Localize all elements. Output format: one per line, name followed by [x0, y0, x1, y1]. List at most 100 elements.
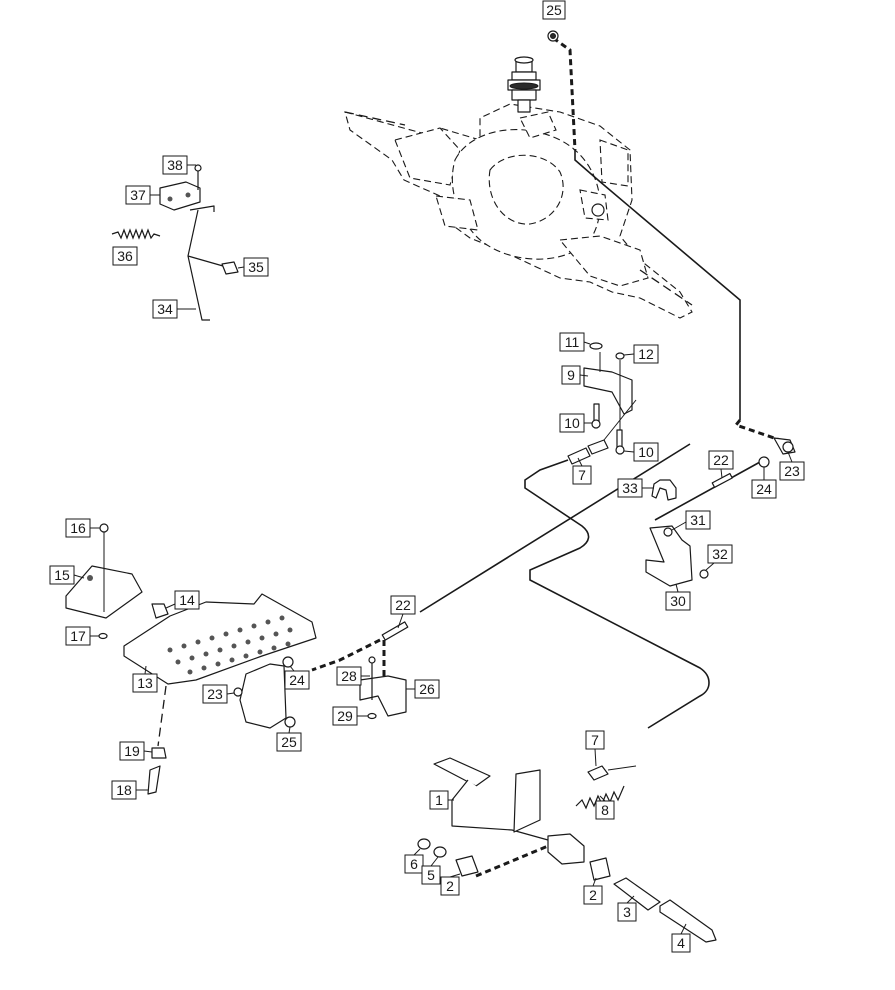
svg-text:9: 9 — [567, 367, 575, 383]
svg-text:6: 6 — [410, 856, 418, 872]
svg-text:23: 23 — [784, 463, 800, 479]
nut-25-left — [284, 716, 296, 728]
cable-fitting-23-right — [773, 437, 796, 455]
control-rod-34 — [187, 205, 231, 321]
callout-30: 30 — [665, 583, 691, 611]
callout-34: 34 — [152, 299, 196, 319]
svg-text:16: 16 — [70, 520, 86, 536]
svg-text:37: 37 — [130, 187, 146, 203]
callout-35: 35 — [237, 257, 269, 277]
spring-36 — [111, 228, 161, 240]
nut-19 — [151, 747, 167, 759]
footplate-holes — [167, 615, 293, 675]
callout-24-right: 24 — [751, 467, 777, 499]
bracket-assembly-9-12 — [583, 342, 633, 455]
callout-37: 37 — [125, 185, 160, 205]
svg-text:31: 31 — [690, 512, 706, 528]
svg-text:36: 36 — [117, 248, 133, 264]
clip-33 — [651, 479, 677, 501]
callout-11: 11 — [559, 332, 591, 352]
bracket-26-assembly — [359, 656, 407, 720]
callout-1: 1 — [429, 790, 454, 810]
callout-32: 32 — [705, 544, 733, 571]
input-shaft — [507, 56, 541, 113]
svg-text:34: 34 — [157, 301, 173, 317]
callout-labels: 25 38 37 36 35 34 11 12 9 10 10 7 22 23 … — [49, 0, 805, 953]
svg-text:2: 2 — [589, 887, 597, 903]
cable-22-right — [654, 456, 770, 521]
svg-text:26: 26 — [419, 681, 435, 697]
svg-text:8: 8 — [601, 802, 609, 818]
nut-17 — [98, 632, 108, 640]
svg-text:28: 28 — [341, 668, 357, 684]
svg-text:17: 17 — [70, 628, 86, 644]
svg-text:7: 7 — [578, 467, 586, 483]
callout-25-top: 25 — [542, 0, 566, 20]
svg-text:4: 4 — [677, 935, 685, 951]
lever-assembly-34-38 — [111, 164, 239, 321]
callout-31: 31 — [671, 510, 711, 531]
callout-6: 6 — [404, 848, 424, 874]
svg-text:12: 12 — [638, 346, 654, 362]
svg-text:15: 15 — [54, 567, 70, 583]
svg-text:10: 10 — [638, 444, 654, 460]
svg-text:5: 5 — [427, 867, 435, 883]
bracket-26 — [359, 675, 407, 717]
svg-text:38: 38 — [167, 157, 183, 173]
callout-22-right: 22 — [708, 450, 734, 479]
callout-10a: 10 — [559, 413, 592, 433]
callout-7-upper: 7 — [572, 457, 592, 485]
transaxle-cable — [574, 150, 741, 420]
control-arm-pivot — [591, 203, 605, 217]
svg-text:18: 18 — [116, 782, 132, 798]
washer-24-left — [282, 656, 294, 668]
svg-text:24: 24 — [756, 481, 772, 497]
callout-13: 13 — [132, 665, 158, 693]
svg-text:3: 3 — [623, 904, 631, 920]
callout-18: 18 — [111, 780, 148, 800]
bushing-2-right — [589, 857, 611, 881]
callout-3: 3 — [617, 895, 637, 922]
cable-22-center — [311, 443, 691, 680]
callout-2-right: 2 — [583, 877, 603, 905]
screw-38 — [194, 164, 202, 172]
spacer-3 — [613, 877, 661, 911]
pivot-hub — [547, 833, 585, 865]
svg-text:19: 19 — [124, 743, 140, 759]
knob-35 — [221, 261, 239, 275]
callout-28: 28 — [336, 666, 370, 686]
washer-24-right — [758, 456, 770, 468]
callout-25-left: 25 — [276, 726, 302, 752]
callout-23-right: 23 — [779, 451, 805, 481]
callout-4: 4 — [671, 923, 691, 953]
bolt-4 — [659, 899, 717, 943]
svg-text:25: 25 — [281, 734, 297, 750]
pedal-assembly — [417, 757, 717, 943]
cable-7-upper — [524, 399, 710, 729]
bolt-28 — [368, 656, 376, 664]
callout-15: 15 — [49, 565, 85, 585]
svg-text:35: 35 — [248, 259, 264, 275]
svg-text:32: 32 — [712, 546, 728, 562]
svg-text:2: 2 — [446, 878, 454, 894]
callout-7-lower: 7 — [585, 730, 605, 767]
svg-text:22: 22 — [713, 452, 729, 468]
nut-12 — [615, 352, 625, 360]
footrest-assembly — [65, 523, 317, 795]
callout-5: 5 — [421, 856, 441, 885]
transaxle-cable-dashed-top — [552, 36, 577, 151]
nut-32 — [699, 569, 709, 579]
callout-23-left: 23 — [202, 684, 235, 704]
bracket-30-33 — [645, 479, 709, 587]
svg-text:14: 14 — [179, 592, 195, 608]
svg-text:1: 1 — [435, 792, 443, 808]
bracket-30 — [645, 525, 693, 587]
transaxle-assembly — [344, 56, 693, 319]
svg-text:13: 13 — [137, 675, 153, 691]
svg-text:22: 22 — [395, 597, 411, 613]
callout-8: 8 — [595, 795, 615, 820]
grommet-14 — [151, 603, 169, 619]
pedal-pad — [433, 757, 491, 787]
spring-8 — [575, 785, 625, 810]
